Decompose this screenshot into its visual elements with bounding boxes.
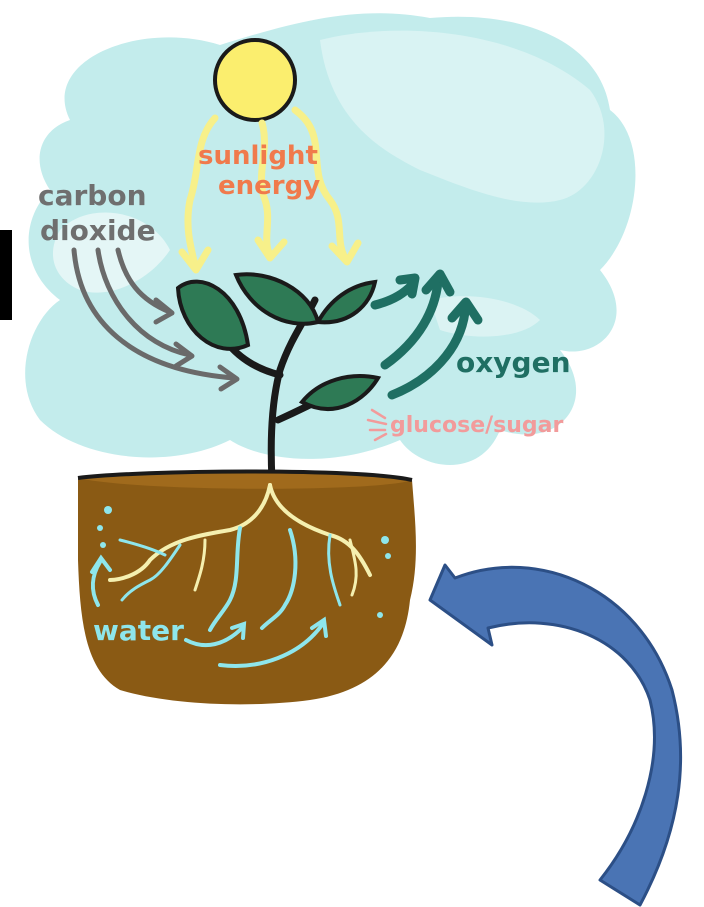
soil-pot: [78, 472, 416, 705]
dioxide-label: dioxide: [40, 214, 156, 247]
sunlight-label: sunlight: [198, 141, 318, 171]
energy-label: energy: [218, 171, 320, 201]
big-curved-arrow: [430, 565, 681, 905]
water-label: water: [93, 614, 184, 647]
glucose-label: glucose/sugar: [390, 413, 564, 438]
oxygen-label: oxygen: [456, 346, 571, 379]
sun-icon: [215, 40, 295, 120]
carbon-label: carbon: [38, 179, 147, 212]
